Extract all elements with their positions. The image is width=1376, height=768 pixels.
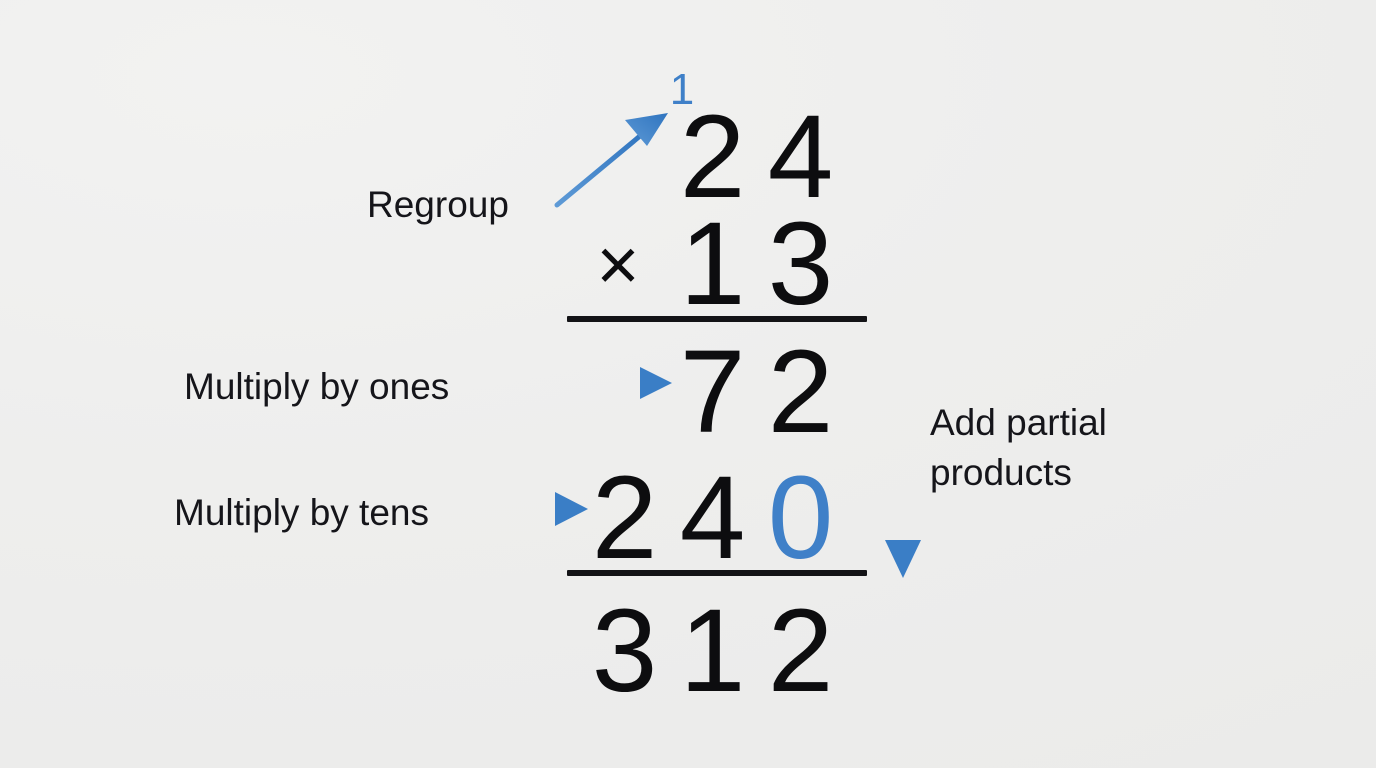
arrow-right-icon bbox=[503, 492, 588, 526]
sum-hundreds-digit: 3 bbox=[591, 585, 658, 717]
partial-ones-tens-digit: 7 bbox=[679, 326, 746, 458]
arrow-right-icon bbox=[524, 367, 672, 399]
partial-tens-hundreds-digit: 2 bbox=[591, 452, 658, 584]
multiplicand-ones-digit: 4 bbox=[767, 91, 834, 223]
partial-ones-ones-digit: 2 bbox=[767, 326, 834, 458]
multiplier-ones-digit: 3 bbox=[767, 198, 834, 330]
arrow-down-icon bbox=[885, 315, 921, 578]
multiplicand-tens-digit: 2 bbox=[679, 91, 746, 223]
annotation-add-partial-line2: products bbox=[930, 452, 1072, 493]
upper-divider-rule bbox=[567, 316, 867, 322]
partial-tens-placeholder-zero: 0 bbox=[767, 452, 834, 584]
sum-tens-digit: 1 bbox=[679, 585, 746, 717]
multiplier-tens-digit: 1 bbox=[679, 198, 746, 330]
multiplication-operator: × bbox=[596, 223, 640, 306]
arrow-up-right-icon bbox=[554, 113, 668, 208]
partial-tens-tens-digit: 4 bbox=[679, 452, 746, 584]
regroup-carry-digit: 1 bbox=[669, 65, 695, 114]
annotation-multiply-ones-label: Multiply by ones bbox=[184, 366, 450, 407]
annotation-add-partial-line1: Add partial bbox=[930, 402, 1107, 443]
lower-divider-rule bbox=[567, 570, 867, 576]
sum-ones-digit: 2 bbox=[767, 585, 834, 717]
annotation-multiply-tens-label: Multiply by tens bbox=[174, 492, 429, 533]
annotation-regroup-label: Regroup bbox=[367, 184, 509, 225]
